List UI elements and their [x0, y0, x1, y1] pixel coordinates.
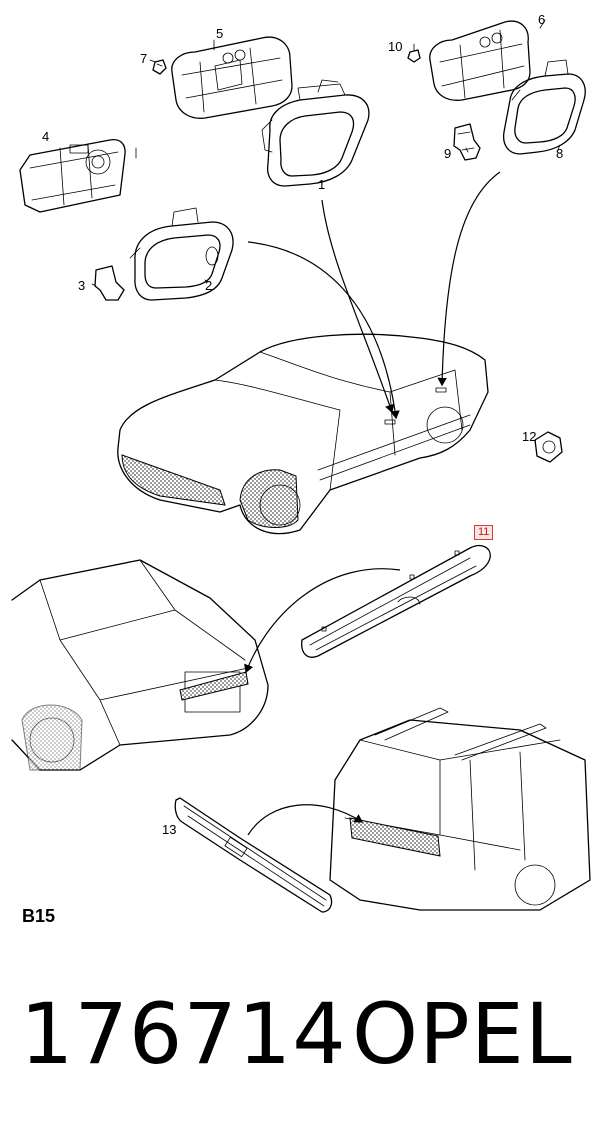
part-1-outer-handle — [261, 79, 370, 187]
section-code: B15 — [22, 906, 56, 926]
callout-9: 9 — [444, 146, 452, 161]
callout-13: 13 — [162, 822, 177, 837]
callout-5: 5 — [216, 26, 224, 41]
callout-3: 3 — [78, 278, 86, 293]
callout-10: 10 — [388, 39, 403, 54]
sedan-rear-illustration — [11, 559, 269, 771]
callout-1: 1 — [318, 177, 326, 192]
part-number: 176714 — [20, 985, 347, 1083]
leader-arrow-1 — [321, 199, 395, 414]
parts-diagram — [11, 19, 591, 913]
part-3-bracket — [94, 265, 125, 301]
part-11-trim-strip[interactable] — [301, 544, 491, 658]
callout-6: 6 — [538, 12, 546, 27]
part-9-bracket — [453, 123, 481, 161]
callout-4: 4 — [42, 129, 50, 144]
brand-name: OPEL — [352, 985, 573, 1083]
part-10-clip — [407, 49, 421, 63]
callout-8: 8 — [556, 146, 564, 161]
leader-arrow-13 — [247, 804, 364, 836]
wagon-car-illustration — [329, 707, 591, 911]
leader-arrow-11 — [244, 568, 401, 674]
part-7-clip — [152, 59, 167, 75]
callout-2: 2 — [205, 278, 213, 293]
part-5-handle-housing — [171, 36, 293, 119]
callout-11-highlighted[interactable]: 11 — [474, 525, 494, 540]
callout-12: 12 — [522, 429, 537, 444]
part-8-outer-handle — [502, 59, 586, 155]
part-2-outer-handle — [129, 207, 234, 301]
part-13-trim-strip — [174, 797, 333, 913]
callout-7: 7 — [140, 51, 148, 66]
leader-arrow-2 — [247, 241, 400, 420]
part-12-nut — [534, 431, 563, 463]
leader-arrow-8 — [437, 171, 501, 387]
sedan-car-illustration — [117, 333, 489, 535]
part-4-lock-unit — [19, 138, 126, 213]
part-6-handle-housing — [429, 20, 531, 101]
